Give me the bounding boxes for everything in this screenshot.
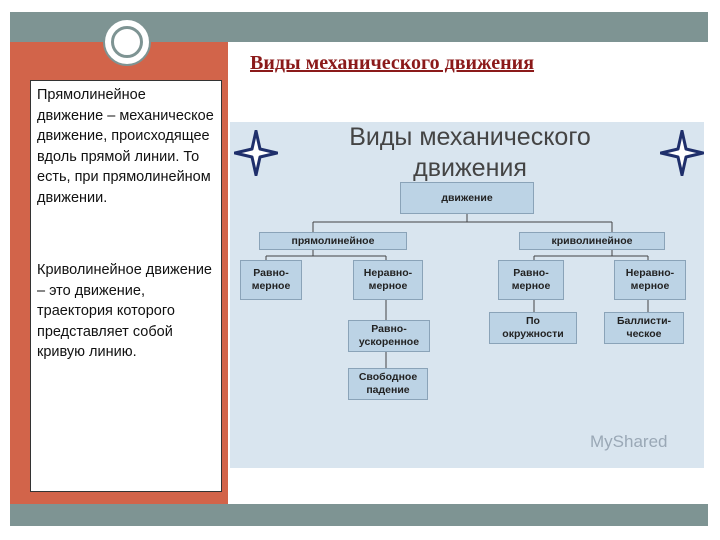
node-accelerated: Равно- ускоренное (348, 320, 430, 352)
motion-types-diagram: Виды механического движения движение пря… (230, 122, 704, 468)
node-straight: прямолинейное (259, 232, 407, 250)
watermark-text: MyShared (590, 432, 668, 451)
connector-lines (265, 214, 649, 368)
definition-curved: Криволинейное движение – это движение, т… (37, 260, 215, 363)
star-icon (234, 130, 278, 176)
definition-straight: Прямолинейное движение – механическое дв… (37, 85, 215, 208)
node-straight-uniform: Равно- мерное (240, 260, 302, 300)
diagram-title-line1: Виды механического (349, 123, 591, 151)
definition-straight-text: – механическое движение, происходящее вд… (37, 107, 214, 206)
diagram-title-line2: движения (413, 154, 527, 182)
definition-text-box: Прямолинейное движение – механическое дв… (30, 80, 222, 492)
node-curved-nonuniform: Неравно- мерное (614, 260, 686, 300)
definition-curved-text: – это движение, траектория которого пред… (37, 282, 175, 361)
node-straight-nonuniform: Неравно- мерное (353, 260, 423, 300)
term-curved: Криволинейное движение (37, 262, 212, 278)
node-ballistic: Баллисти- ческое (604, 312, 684, 344)
node-curved-uniform: Равно- мерное (498, 260, 564, 300)
slide-title: Виды механического движения (250, 52, 535, 74)
bottom-bar (10, 504, 708, 526)
node-curved: криволинейное (519, 232, 665, 250)
node-free-fall: Свободное падение (348, 368, 428, 400)
diagram-title: Виды механического движения (310, 122, 630, 184)
node-circle: По окружности (489, 312, 577, 344)
star-icon (660, 130, 704, 176)
node-motion: движение (400, 182, 534, 214)
term-straight: Прямолинейное движение (37, 87, 146, 124)
ring-ornament-icon (103, 18, 151, 66)
